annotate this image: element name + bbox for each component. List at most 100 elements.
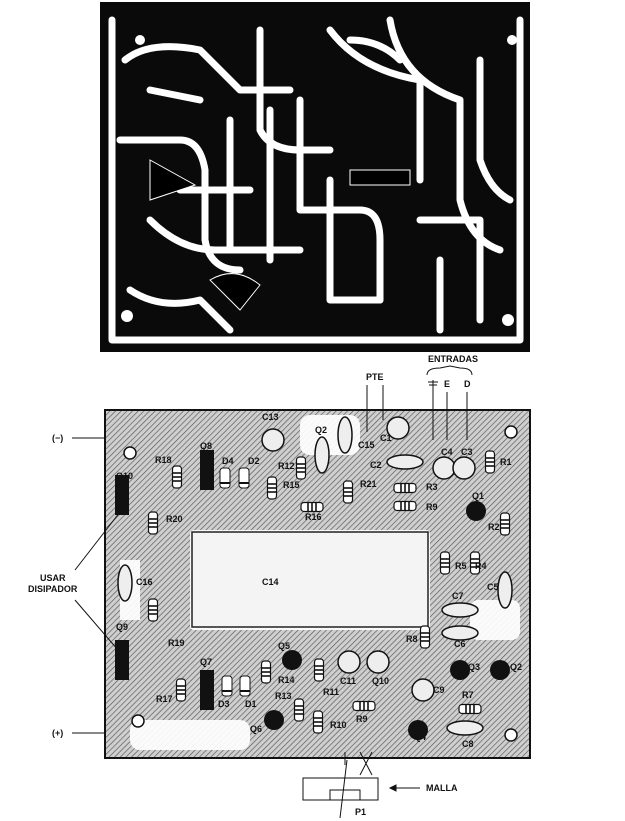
power-transistor-q8: Q8 (200, 441, 214, 490)
resistor-r21: R21 (342, 479, 377, 504)
resistor-r7: R7 (458, 690, 482, 715)
component-label: Q2 (315, 425, 327, 435)
resistor-r3: R3 (393, 482, 438, 494)
component-label: C8 (462, 739, 474, 749)
electrolytic-capacitor-q10: Q10 (366, 650, 390, 686)
electrolytic-capacitor-c3: C3 (452, 447, 476, 480)
resistor-r8: R8 (406, 625, 431, 649)
component-label: R19 (168, 638, 185, 648)
resistor-r19: R19 (147, 598, 185, 648)
component-label: Q10 (372, 676, 389, 686)
component-label: R9 (426, 502, 438, 512)
resistor-r9: R9 (352, 700, 376, 724)
copper-layout (100, 2, 530, 352)
component-label: R17 (156, 694, 173, 704)
capacitor-c16: C16 (117, 564, 153, 602)
component-label: C11 (340, 676, 356, 686)
component-label: R13 (275, 691, 292, 701)
resistor-r11: R11 (313, 658, 339, 697)
resistor-r2: R2 (488, 512, 511, 536)
resistor-r13: R13 (275, 691, 305, 722)
component-label: R10 (330, 720, 347, 730)
component-label: R7 (462, 690, 474, 700)
resistor-r18: R18 (155, 455, 183, 489)
resistor-r10: R10 (312, 710, 347, 734)
component-label: R2 (488, 522, 500, 532)
component-label: D3 (218, 699, 230, 709)
resistor-r1: R1 (484, 450, 512, 474)
capacitor-c7: C7 (441, 591, 479, 618)
annotation-labels: ENTRADAS PTE E D (−) (+) USAR DISIPADOR … (28, 354, 478, 817)
transistor-q5: Q5 (278, 641, 302, 670)
component-label: R20 (166, 514, 183, 524)
component-label: D2 (248, 456, 260, 466)
component-label: R18 (155, 455, 172, 465)
capacitor-q2: Q2 (314, 425, 330, 474)
input-e-label: E (444, 379, 450, 389)
component-label: C15 (358, 440, 375, 450)
electrolytic-capacitor-c13: C13 (261, 412, 285, 452)
resistor-r4: R4 (469, 551, 487, 575)
capacitor-c8: C8 (446, 720, 484, 749)
resistor-r9: R9 (393, 500, 438, 512)
diode-d4: D4 (219, 456, 234, 489)
component-label: C13 (262, 412, 279, 422)
pot-label: P1 (355, 807, 366, 817)
transistor-q2: Q2 (490, 660, 522, 680)
component-label: C5 (487, 582, 499, 592)
transistor-q3: Q3 (450, 660, 480, 680)
resistor-r5: R5 (439, 551, 467, 575)
resistor-r14: R14 (260, 660, 295, 685)
diode-d3: D3 (218, 675, 233, 709)
component-label: Q7 (200, 657, 212, 667)
heatsink-label-2: DISIPADOR (28, 584, 78, 594)
component-label: Q6 (250, 724, 262, 734)
component-label: R1 (500, 457, 512, 467)
component-label: R16 (305, 512, 322, 522)
electrolytic-capacitor-c4: C4 (432, 447, 456, 480)
component-label: R11 (323, 687, 339, 697)
component-label: C3 (461, 447, 473, 457)
plus-label: (+) (52, 728, 63, 738)
electrolytic-capacitor-c11: C11 (337, 650, 361, 686)
component-label: Q10 (116, 471, 133, 481)
component-label: C6 (454, 639, 466, 649)
component-label: R9 (356, 714, 368, 724)
component-label: Q5 (278, 641, 290, 651)
component-label: C7 (452, 591, 464, 601)
component-label: C2 (370, 460, 382, 470)
capacitor-c15: C15 (337, 416, 375, 454)
component-label: Q2 (510, 662, 522, 672)
input-d-label: D (464, 379, 471, 389)
component-label: Q3 (468, 662, 480, 672)
resistor-r15: R15 (266, 476, 300, 500)
component-label: D4 (222, 456, 234, 466)
mesh-label: MALLA (426, 783, 458, 793)
component-c14: C14 (262, 577, 279, 587)
power-transistor-q9: Q9 (115, 622, 129, 680)
component-label: Q8 (200, 441, 212, 451)
pte-label: PTE (366, 372, 384, 382)
component-label: C4 (441, 447, 453, 457)
diode-d1: D1 (239, 675, 257, 709)
heatsink-label: USAR (40, 573, 66, 583)
capacitor-c5: C5 (487, 571, 513, 609)
resistor-r17: R17 (156, 678, 187, 704)
component-label: D1 (245, 699, 257, 709)
resistor-r16: R16 (300, 501, 324, 522)
component-label: R14 (278, 675, 295, 685)
component-label: R5 (455, 561, 467, 571)
component-label: R15 (283, 480, 300, 490)
component-label: R8 (406, 634, 418, 644)
capacitor-c14-body (191, 531, 429, 628)
resistor-r20: R20 (147, 511, 183, 535)
power-transistor-q7: Q7 (200, 657, 214, 710)
electrolytic-capacitor-c9: C9 (411, 678, 445, 702)
diode-d2: D2 (238, 456, 260, 489)
component-label: R21 (360, 479, 377, 489)
component-label: Q1 (472, 491, 484, 501)
inputs-label: ENTRADAS (428, 354, 478, 364)
transistor-q4: Q4 (408, 720, 428, 742)
